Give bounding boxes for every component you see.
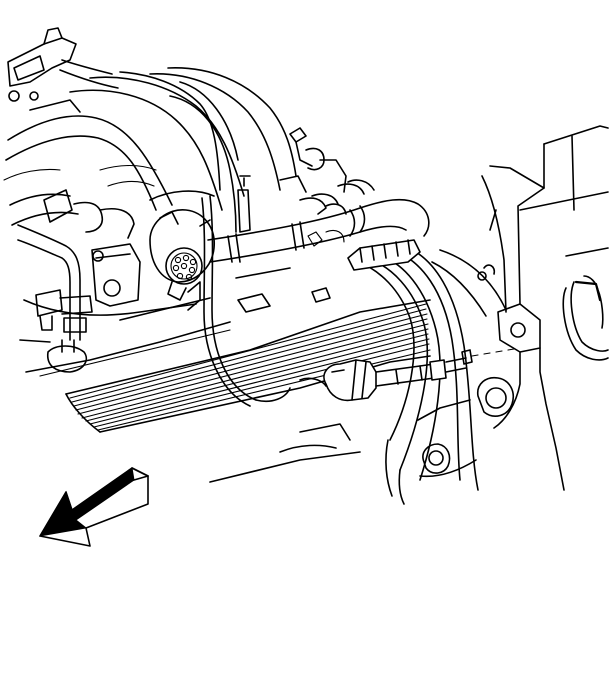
wire-loom-clamp <box>347 239 421 271</box>
lower-bracket <box>209 376 514 483</box>
fuel-rail-fittings <box>279 127 375 247</box>
harness-connector <box>299 348 515 402</box>
spark-plug-wires <box>119 71 479 505</box>
coolant-pipe <box>207 198 430 263</box>
mounting-bracket <box>7 27 119 102</box>
front-direction-arrow-icon <box>39 467 149 547</box>
ignition-coil-pack <box>65 267 431 433</box>
firewall-panel <box>431 125 609 491</box>
distributor-connector <box>149 209 215 301</box>
engine-block <box>19 175 251 377</box>
intake-manifold <box>3 67 297 226</box>
